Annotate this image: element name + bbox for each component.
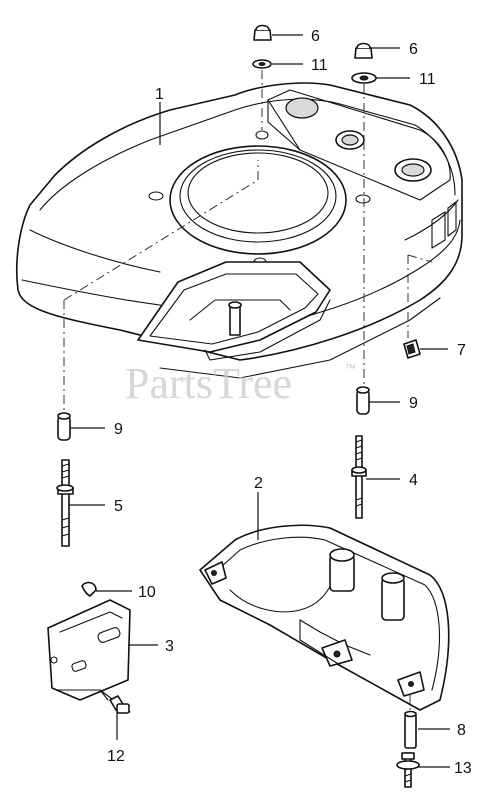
part-12-screw[interactable] <box>99 689 130 714</box>
callout-11-left: 11 <box>311 57 328 74</box>
callout-5: 5 <box>114 498 123 515</box>
watermark-trademark: ™ <box>345 363 356 375</box>
part-11-washer-right[interactable] <box>351 72 377 84</box>
watermark-text: PartsTree <box>125 359 292 408</box>
callout-8: 8 <box>457 722 466 739</box>
callout-7: 7 <box>457 342 466 359</box>
part-9-spacer-left[interactable] <box>57 412 71 441</box>
callout-2: 2 <box>254 475 263 492</box>
callout-6-right: 6 <box>409 41 418 58</box>
part-6-nut-left[interactable] <box>253 24 272 41</box>
part-13-bolt[interactable] <box>396 752 420 788</box>
callout-4: 4 <box>409 472 418 489</box>
part-3-bracket[interactable] <box>47 599 131 713</box>
assembly-lines <box>63 70 433 712</box>
callout-3: 3 <box>165 638 174 655</box>
callout-9-left: 9 <box>114 421 123 438</box>
callout-10: 10 <box>138 584 156 601</box>
watermark: PartsTree ™ <box>125 359 356 408</box>
part-5-stud[interactable] <box>56 459 74 547</box>
part-7-clip-nut[interactable] <box>403 339 421 359</box>
callout-6-left: 6 <box>311 28 320 45</box>
callout-13: 13 <box>454 760 472 777</box>
part-1-blower-housing[interactable] <box>15 82 463 379</box>
part-8-spacer[interactable] <box>404 710 417 749</box>
part-2-base-cover[interactable] <box>199 524 450 711</box>
callout-9-right: 9 <box>409 395 418 412</box>
part-4-stud[interactable] <box>351 435 367 519</box>
callout-1: 1 <box>155 86 164 103</box>
callout-11-right: 11 <box>419 71 436 88</box>
part-6-nut-right[interactable] <box>354 42 373 59</box>
part-10-clip[interactable] <box>81 581 97 597</box>
callouts: 1 2 3 4 5 6 6 7 8 9 9 10 11 11 12 13 <box>107 28 472 777</box>
leader-lines <box>69 34 450 768</box>
callout-12: 12 <box>107 748 125 765</box>
part-11-washer-left[interactable] <box>252 59 272 69</box>
part-9-spacer-right[interactable] <box>356 386 370 415</box>
